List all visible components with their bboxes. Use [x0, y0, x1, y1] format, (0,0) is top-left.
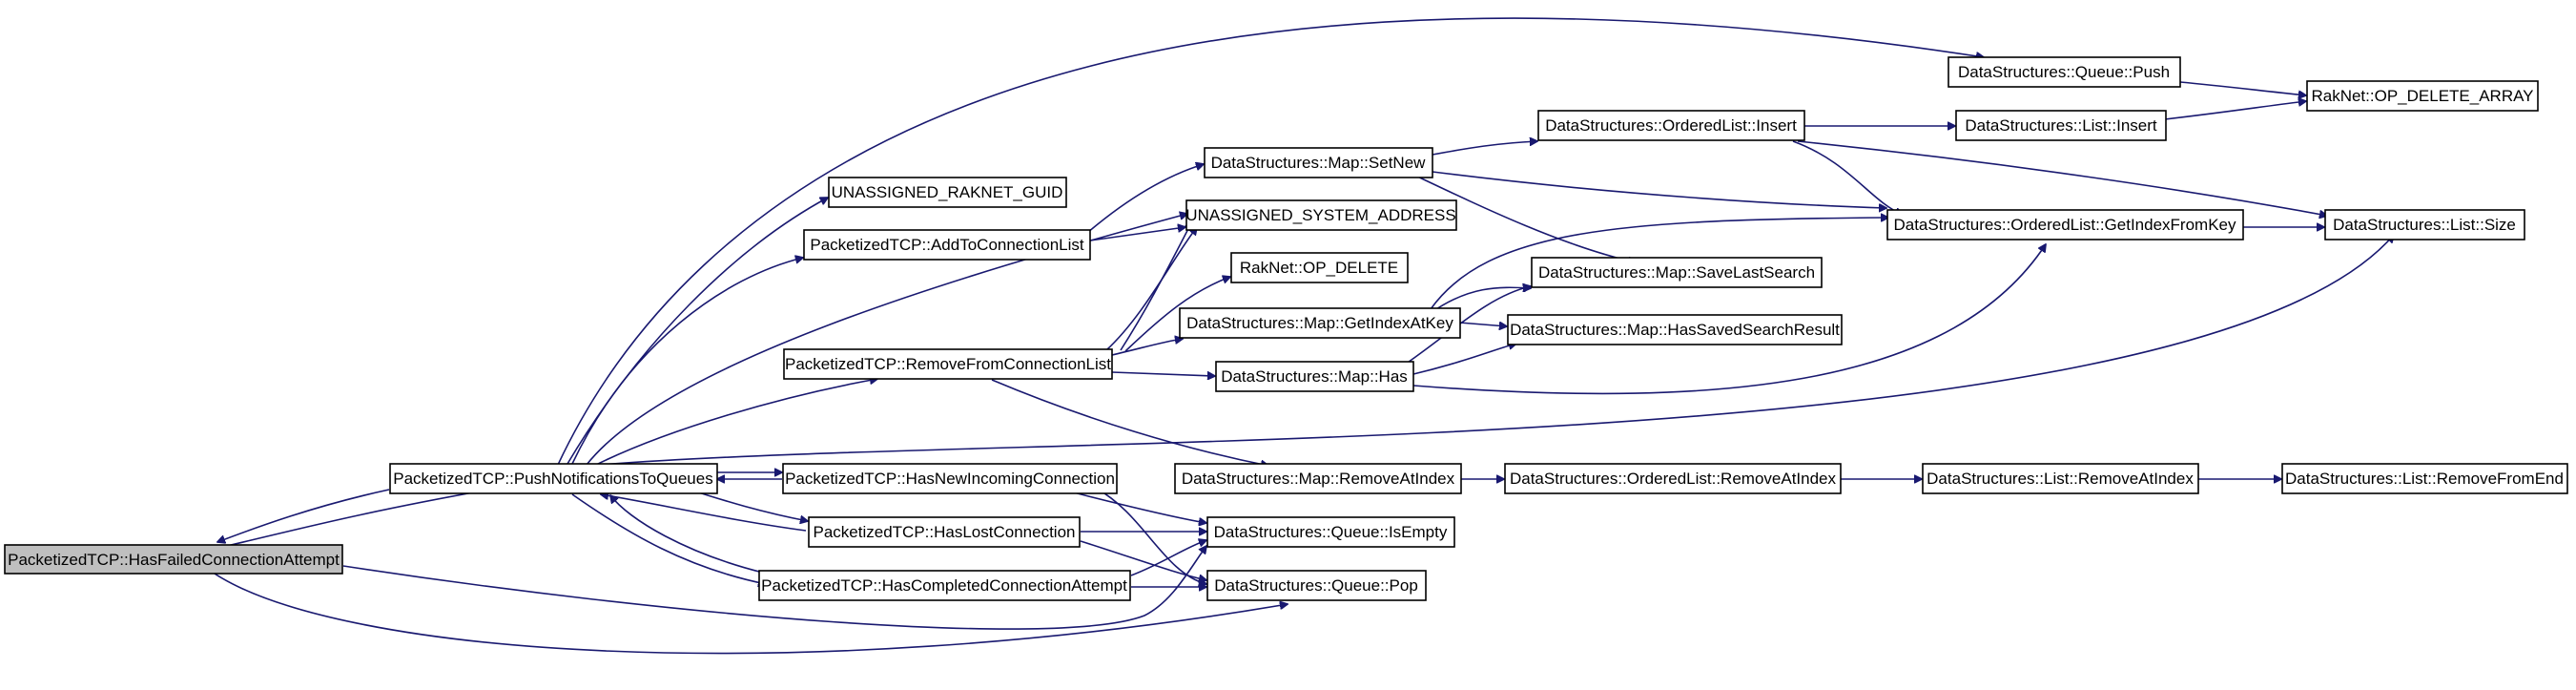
- svg-text:DataStructures::Map::HasSavedS: DataStructures::Map::HasSavedSearchResul…: [1510, 321, 1840, 339]
- svg-text:PacketizedTCP::AddToConnection: PacketizedTCP::AddToConnectionList: [810, 236, 1084, 254]
- nodes: PacketizedTCP::HasFailedConnectionAttemp…: [4, 56, 2568, 601]
- svg-text:DataStructures::Map::RemoveAtI: DataStructures::Map::RemoveAtIndex: [1182, 470, 1455, 488]
- svg-text:PacketizedTCP::RemoveFromConne: PacketizedTCP::RemoveFromConnectionList: [785, 355, 1111, 373]
- edge-hasfailed-to-isempty: [342, 546, 1206, 630]
- edge-setnew-to-orderedgetindex: [1432, 171, 1886, 208]
- edge-removefromlist-to-unassignedaddr-2: [1120, 221, 1192, 351]
- node-unassigned-system-address[interactable]: UNASSIGNED_SYSTEM_ADDRESS: [1185, 199, 1457, 231]
- edge-removefromlist-to-removeatindex: [991, 379, 1268, 466]
- node-map-has[interactable]: DataStructures::Map::Has: [1215, 361, 1414, 392]
- node-map-hassavedsearchresult[interactable]: DataStructures::Map::HasSavedSearchResul…: [1507, 314, 1843, 345]
- svg-text:UNASSIGNED_RAKNET_GUID: UNASSIGNED_RAKNET_GUID: [832, 183, 1063, 201]
- node-haslostconnection[interactable]: PacketizedTCP::HasLostConnection: [808, 516, 1081, 548]
- edge-hasfailed-to-push: [214, 487, 505, 550]
- edge-getindexatkey-to-orderedgetindex: [1430, 218, 1888, 310]
- edge-removefromlist-to-maphas: [1111, 371, 1215, 376]
- node-hasnewincomingconnection[interactable]: PacketizedTCP::HasNewIncomingConnection: [782, 463, 1118, 494]
- node-removefromconnectionlist[interactable]: PacketizedTCP::RemoveFromConnectionList: [783, 348, 1113, 380]
- svg-text:PacketizedTCP::HasCompletedCon: PacketizedTCP::HasCompletedConnectionAtt…: [761, 576, 1127, 595]
- edge-setnew-to-orderedinsert: [1432, 141, 1537, 156]
- edge-hascompleted-to-isempty: [1130, 540, 1206, 576]
- svg-text:DataStructures::List::Insert: DataStructures::List::Insert: [1965, 116, 2157, 135]
- edge-removefromlist-to-opdelete: [1124, 277, 1230, 352]
- edge-getindexatkey-to-hassaved: [1458, 323, 1507, 326]
- node-list-size[interactable]: DataStructures::List::Size: [2324, 209, 2525, 240]
- node-pushnotificationstoqueues[interactable]: PacketizedTCP::PushNotificationsToQueues: [389, 463, 718, 494]
- svg-text:DataStructures::Queue::Push: DataStructures::Queue::Push: [1958, 63, 2170, 81]
- edge-push-to-removefromlist: [595, 379, 877, 466]
- edge-setnew-to-savelastsearch: [1411, 173, 1636, 262]
- edge-hascompleted-to-push: [610, 495, 764, 574]
- edge-queuepush-to-opdeletearray: [2179, 81, 2306, 95]
- node-hasfailedconnectionattempt[interactable]: PacketizedTCP::HasFailedConnectionAttemp…: [4, 544, 343, 575]
- node-queue-pop[interactable]: DataStructures::Queue::Pop: [1206, 570, 1427, 601]
- svg-text:DataStructures::OrderedList::I: DataStructures::OrderedList::Insert: [1545, 116, 1797, 135]
- node-addtoconnectionlist[interactable]: PacketizedTCP::AddToConnectionList: [803, 229, 1091, 261]
- svg-text:DataStructures::List::Size: DataStructures::List::Size: [2333, 216, 2516, 234]
- edge-has-to-hassaved: [1412, 344, 1516, 375]
- node-raknet-op-delete-array[interactable]: RakNet::OP_DELETE_ARRAY: [2306, 80, 2539, 112]
- svg-text:UNASSIGNED_SYSTEM_ADDRESS: UNASSIGNED_SYSTEM_ADDRESS: [1185, 206, 1455, 224]
- node-map-getindexatkey[interactable]: DataStructures::Map::GetIndexAtKey: [1179, 307, 1461, 339]
- svg-text:RakNet::OP_DELETE: RakNet::OP_DELETE: [1240, 259, 1398, 277]
- node-list-removefromend[interactable]: DataStructures::List::RemoveFromEnd: [2281, 463, 2568, 494]
- edge-getindexatkey-to-savelastsearch: [1430, 287, 1531, 314]
- svg-text:DataStructures::OrderedList::G: DataStructures::OrderedList::GetIndexFro…: [1893, 216, 2236, 234]
- edge-haslost-to-pop: [1080, 540, 1206, 580]
- edge-push-to-hasfailed: [217, 489, 390, 542]
- svg-text:DataStructures::Queue::Pop: DataStructures::Queue::Pop: [1214, 576, 1418, 595]
- edge-addtolist-to-setnew: [1086, 164, 1204, 234]
- svg-text:DataStructures::Map::Has: DataStructures::Map::Has: [1221, 367, 1408, 386]
- node-queue-isempty[interactable]: DataStructures::Queue::IsEmpty: [1206, 516, 1455, 548]
- node-raknet-op-delete[interactable]: RakNet::OP_DELETE: [1230, 252, 1409, 283]
- node-orderedlist-getindexfromkey[interactable]: DataStructures::OrderedList::GetIndexFro…: [1886, 209, 2244, 240]
- edge-has-to-savelastsearch: [1401, 286, 1531, 367]
- svg-text:DataStructures::OrderedList::R: DataStructures::OrderedList::RemoveAtInd…: [1510, 470, 1837, 488]
- svg-text:DataStructures::Map::SetNew: DataStructures::Map::SetNew: [1211, 154, 1427, 172]
- edge-removefromlist-to-getindexatkey: [1111, 339, 1183, 356]
- node-map-setnew[interactable]: DataStructures::Map::SetNew: [1204, 147, 1433, 178]
- node-hascompletedconnectionattempt[interactable]: PacketizedTCP::HasCompletedConnectionAtt…: [758, 570, 1131, 601]
- edge-push-to-hascompleted: [571, 493, 766, 584]
- edge-hasfailed-to-pop: [204, 566, 1288, 655]
- svg-text:PacketizedTCP::HasFailedConnec: PacketizedTCP::HasFailedConnectionAttemp…: [8, 551, 340, 569]
- node-map-removeatindex[interactable]: DataStructures::Map::RemoveAtIndex: [1174, 463, 1462, 494]
- edge-push-to-listsize: [600, 235, 2394, 466]
- edge-hasnew-to-pop: [1096, 488, 1206, 584]
- node-orderedlist-insert[interactable]: DataStructures::OrderedList::Insert: [1537, 110, 1805, 141]
- svg-text:PacketizedTCP::HasNewIncomingC: PacketizedTCP::HasNewIncomingConnection: [785, 470, 1115, 488]
- edge-orderedinsert-to-orderedgetindex: [1792, 140, 1903, 215]
- svg-text:RakNet::OP_DELETE_ARRAY: RakNet::OP_DELETE_ARRAY: [2311, 87, 2533, 105]
- svg-text:PacketizedTCP::HasLostConnecti: PacketizedTCP::HasLostConnection: [814, 523, 1076, 541]
- node-unassigned-raknet-guid[interactable]: UNASSIGNED_RAKNET_GUID: [828, 177, 1067, 208]
- svg-text:PacketizedTCP::PushNotificatio: PacketizedTCP::PushNotificationsToQueues: [393, 470, 712, 488]
- node-map-savelastsearch[interactable]: DataStructures::Map::SaveLastSearch: [1531, 257, 1823, 288]
- svg-text:DataStructures::Map::SaveLastS: DataStructures::Map::SaveLastSearch: [1538, 263, 1815, 282]
- svg-text:DataStructures::List::RemoveAt: DataStructures::List::RemoveAtIndex: [1927, 470, 2194, 488]
- svg-text:DataStructures::Queue::IsEmpty: DataStructures::Queue::IsEmpty: [1214, 523, 1448, 541]
- edge-push-to-queuepush: [557, 17, 1984, 466]
- edge-push-to-addtolist: [571, 258, 803, 465]
- edge-orderedinsert-to-listsize: [1797, 140, 2327, 216]
- svg-text:DataStructures::Map::GetIndexA: DataStructures::Map::GetIndexAtKey: [1186, 314, 1453, 332]
- edge-hasnew-to-isempty: [1058, 488, 1206, 523]
- node-orderedlist-removeatindex[interactable]: DataStructures::OrderedList::RemoveAtInd…: [1504, 463, 1842, 494]
- node-list-insert[interactable]: DataStructures::List::Insert: [1955, 110, 2167, 141]
- edge-addtolist-to-unassignedaddr: [1089, 227, 1185, 241]
- edge-has-to-orderedgetindex: [1412, 244, 2046, 395]
- edges: [204, 17, 2394, 655]
- node-queue-push[interactable]: DataStructures::Queue::Push: [1947, 56, 2181, 88]
- edge-haslost-to-push: [601, 494, 807, 532]
- node-list-removeatindex[interactable]: DataStructures::List::RemoveAtIndex: [1922, 463, 2199, 494]
- svg-text:DataStructures::List::RemoveFr: DataStructures::List::RemoveFromEnd: [2285, 470, 2564, 488]
- edge-listinsert-to-opdeletearray: [2164, 101, 2306, 120]
